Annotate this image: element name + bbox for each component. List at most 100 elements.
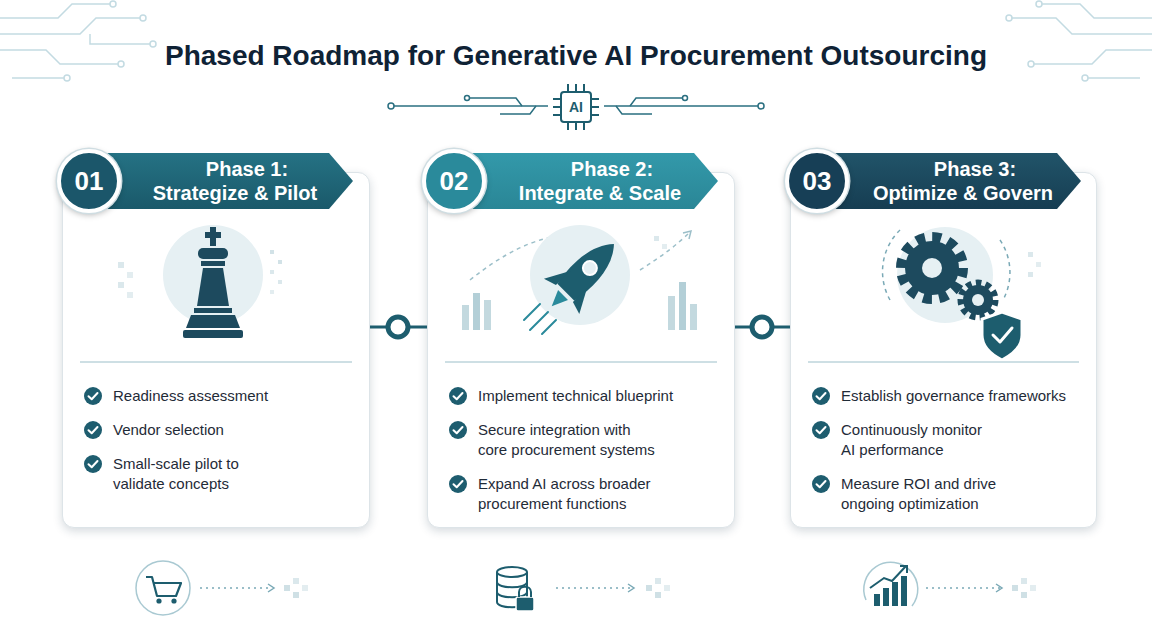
gear-teeth — [901, 237, 963, 299]
bullet-text: Implement technical blueprint — [478, 386, 718, 406]
banner-text-box: Phase 3: Optimize & Govern — [869, 153, 1057, 209]
bullet-item: Secure integration with core procurement… — [428, 420, 736, 460]
diagram-title: Phased Roadmap for Generative AI Procure… — [0, 38, 1152, 74]
rule-line — [500, 106, 536, 114]
pixel — [1021, 592, 1027, 598]
circuit-node — [140, 15, 146, 21]
phase-connector — [735, 326, 790, 329]
speed-lines — [524, 304, 556, 334]
bullet-item: Readiness assessment — [63, 386, 371, 406]
circuit-line — [0, 4, 110, 18]
circuit-node — [150, 41, 156, 47]
pixel — [646, 585, 652, 591]
rule-node — [683, 96, 688, 101]
circuit-line — [1012, 18, 1152, 34]
check-mark — [89, 393, 98, 399]
phase-card: Establish governance frameworksContinuou… — [790, 172, 1097, 528]
circuit-line — [0, 50, 118, 64]
bullet-text: Measure ROI and drive ongoing optimizati… — [841, 474, 1013, 514]
rule-line — [470, 98, 522, 106]
phase-connector — [370, 326, 427, 329]
pin-lines — [592, 99, 599, 115]
rocket-flame — [547, 290, 568, 311]
check-icon — [448, 386, 468, 406]
check-icon — [811, 474, 831, 494]
bullet-item: Implement technical blueprint — [428, 386, 736, 406]
bullet-text: Vendor selection — [113, 420, 353, 440]
gear-teeth — [961, 283, 995, 317]
gear-hole — [922, 258, 942, 278]
rule-line — [394, 105, 548, 107]
chart-bar — [901, 576, 907, 606]
arrow-head — [996, 584, 1002, 592]
phase-title: Phase 3: Optimize & Govern — [869, 157, 1057, 205]
pixel — [118, 262, 124, 268]
bullet-list: Implement technical blueprintSecure inte… — [428, 386, 736, 528]
king-cross — [210, 227, 216, 246]
cart-body — [146, 577, 181, 596]
check-circle — [84, 455, 102, 473]
trend-head — [900, 566, 907, 573]
shield — [982, 312, 1022, 360]
chip-badge: AI — [560, 91, 592, 123]
check-mark — [454, 481, 463, 487]
chess-king — [183, 227, 243, 338]
check-icon — [83, 386, 103, 406]
trend-line — [870, 566, 906, 588]
bullet-item: Measure ROI and drive ongoing optimizati… — [791, 474, 1098, 514]
dotted-arrow — [926, 587, 1000, 589]
dashed-arc — [470, 236, 560, 280]
phase-card: Implement technical blueprintSecure inte… — [427, 172, 735, 528]
circuit-decoration — [1006, 1, 1152, 81]
check-circle — [84, 387, 102, 405]
king-foot — [183, 330, 243, 338]
arrow-head — [628, 584, 634, 592]
pixel — [302, 585, 308, 591]
circuit-line — [1042, 4, 1152, 18]
check-circle — [84, 421, 102, 439]
king-head — [198, 248, 228, 259]
phase-number: 03 — [803, 166, 832, 196]
king-cross — [205, 232, 221, 238]
circuit-node — [1028, 61, 1034, 67]
banner-text-box: Phase 1: Strategize & Pilot — [141, 153, 329, 209]
phase-banner: Phase 2: Integrate & Scale — [466, 153, 718, 209]
rocket-body — [556, 234, 625, 303]
bullet-text: Continuously monitor AI performance — [841, 420, 993, 460]
chart-bar — [679, 282, 686, 330]
check-circle — [449, 421, 467, 439]
pixel — [1030, 585, 1036, 591]
arc-head — [683, 231, 691, 239]
circuit-node — [1082, 75, 1088, 81]
db-body — [497, 572, 527, 607]
check-icon — [83, 454, 103, 474]
phase-title: Phase 1: Strategize & Pilot — [141, 157, 329, 205]
rule-line — [604, 105, 758, 107]
gear-hole — [972, 294, 984, 306]
icon-backdrop — [163, 225, 263, 325]
banner-arrow — [466, 153, 718, 209]
pixel — [293, 592, 299, 598]
banner-arrow — [101, 153, 353, 209]
check-icon — [448, 474, 468, 494]
chart-bar — [462, 305, 469, 330]
rule-node — [465, 96, 470, 101]
cart-icon — [136, 561, 308, 615]
circuit-node — [1006, 15, 1012, 21]
rocket-icon — [462, 225, 697, 334]
pixel — [655, 592, 661, 598]
arrow-head — [268, 584, 274, 592]
circuit-decoration — [0, 1, 156, 81]
pixel — [654, 236, 659, 241]
connector-ring — [388, 317, 408, 337]
check-icon — [811, 420, 831, 440]
bullet-item: Expand AI across broader procurement fun… — [428, 474, 736, 514]
dashed-arc — [1000, 240, 1010, 300]
king-collar — [201, 261, 225, 266]
rule-node — [758, 103, 764, 109]
pixel — [127, 272, 133, 278]
pixel — [1036, 262, 1041, 267]
check-mark — [817, 427, 826, 433]
circuit-node — [110, 1, 116, 7]
